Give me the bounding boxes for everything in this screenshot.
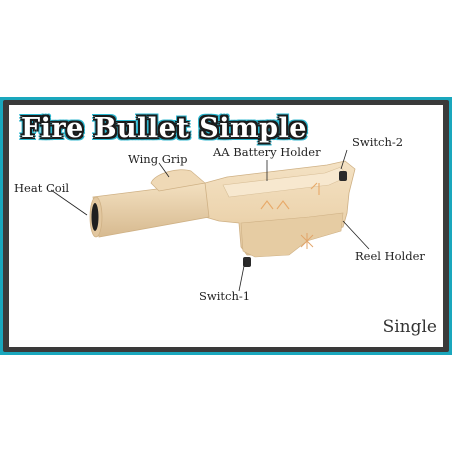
- product-title: Fire Bullet Simple: [21, 113, 307, 144]
- reel-holder-label: Reel Holder: [355, 249, 425, 263]
- switch-2-label: Switch-2: [352, 135, 404, 149]
- heat-coil-label: Heat Coil: [14, 181, 70, 195]
- wing-grip-label: Wing Grip: [128, 152, 188, 166]
- product-canvas: Fire Bullet Simple Heat Coil Wing Grip A…: [9, 105, 443, 347]
- wing-grip-shape: [150, 169, 206, 192]
- switch-1-knob: [243, 257, 251, 267]
- device-illustration: [50, 149, 370, 292]
- battery-markings: [260, 182, 320, 210]
- switch-1-label: Switch-1: [199, 289, 251, 303]
- frame-border: Fire Bullet Simple Heat Coil Wing Grip A…: [3, 100, 449, 352]
- aa-battery-holder-label: AA Battery Holder: [213, 145, 321, 159]
- switch-2-knob: [339, 171, 347, 181]
- product-frame: Fire Bullet Simple Heat Coil Wing Grip A…: [0, 97, 452, 355]
- variant-label: Single: [382, 317, 437, 337]
- tube-opening: [91, 203, 99, 231]
- leader-lines: [50, 149, 370, 292]
- heat-coil-tube: [92, 182, 210, 238]
- logo-mark: [300, 233, 314, 249]
